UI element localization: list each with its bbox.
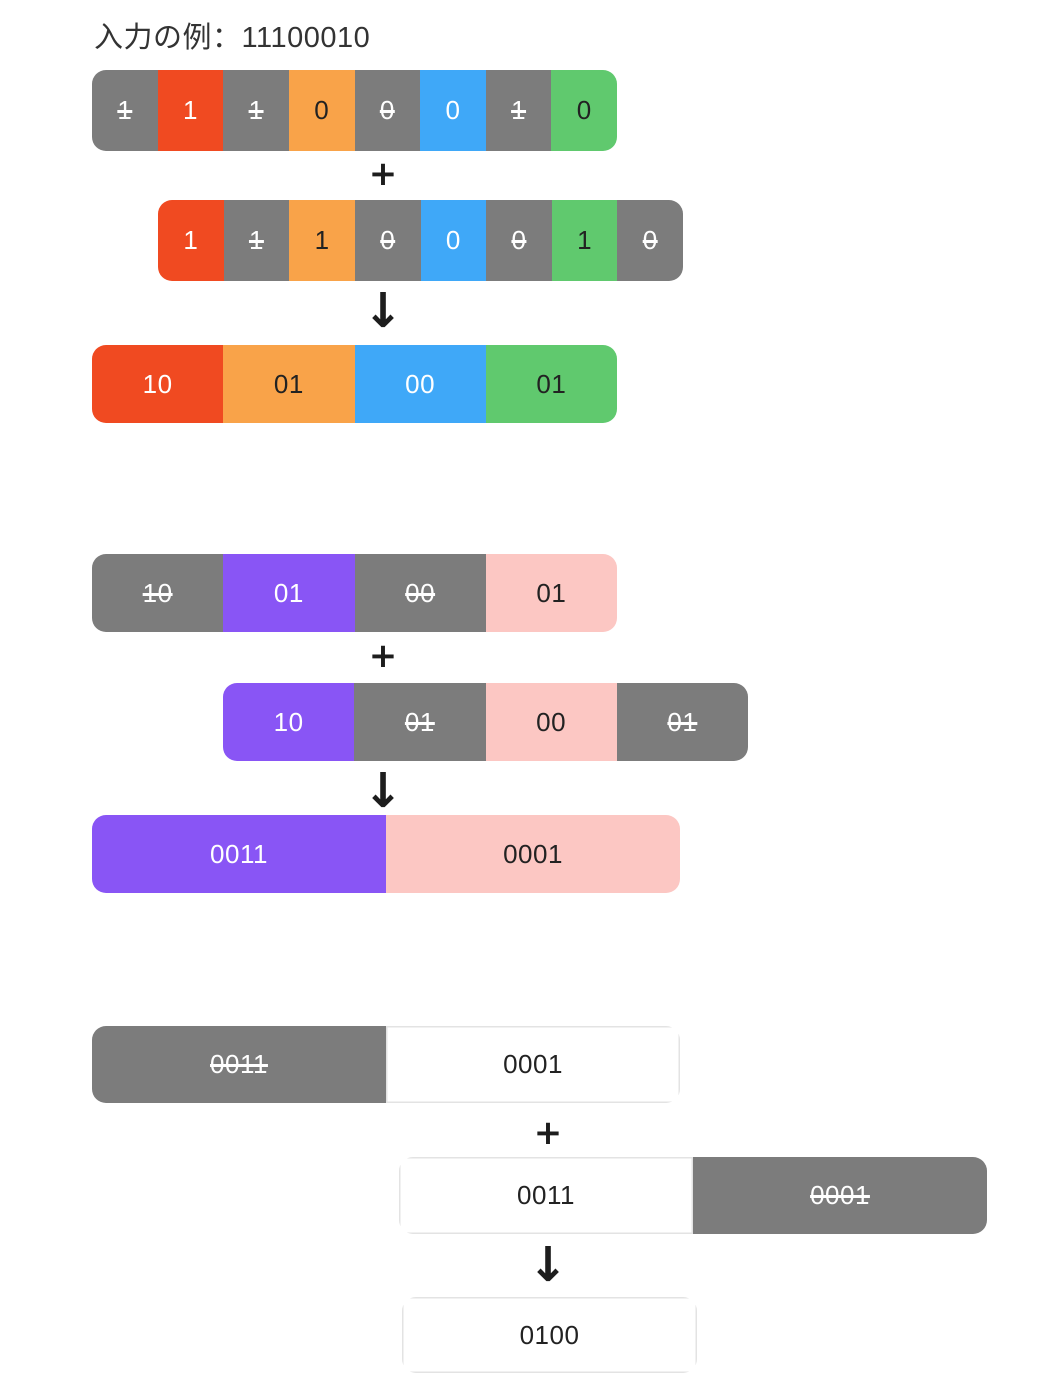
bit-cell: 1 [551, 200, 618, 281]
bit-row-group2-result: 0011 0001 [92, 815, 680, 893]
bit-cell: 01 [616, 683, 748, 761]
bit-cell: 1 [485, 70, 552, 151]
bit-cell: 0001 [693, 1157, 987, 1234]
bit-cell: 1 [157, 70, 224, 151]
input-example-title: 入力の例：11100010 [94, 22, 371, 54]
down-arrow-icon: ↓ [362, 283, 404, 339]
bit-cell: 00 [354, 554, 486, 632]
bit-cell: 0001 [386, 1026, 680, 1103]
bit-cell: 0011 [399, 1157, 693, 1234]
bit-cell: 10 [92, 554, 224, 632]
bit-cell: 0 [617, 200, 683, 281]
bit-cell: 0 [420, 200, 487, 281]
bit-cell: 1 [158, 200, 224, 281]
bit-cell: 0011 [92, 815, 386, 893]
bit-cell: 0 [354, 200, 421, 281]
bit-cell: 0 [354, 70, 421, 151]
bit-cell: 0001 [386, 815, 680, 893]
down-arrow-icon: ↓ [527, 1237, 569, 1293]
bit-cell: 0 [551, 70, 617, 151]
down-arrow-icon: ↓ [362, 763, 404, 819]
bit-cell: 1 [223, 70, 289, 151]
bit-row-group3-a: 0011 0001 [92, 1026, 680, 1103]
bit-cell: 00 [485, 683, 617, 761]
bit-cell: 1 [289, 200, 355, 281]
bit-cell: 0 [486, 200, 552, 281]
bit-row-group2-a: 10 01 00 01 [92, 554, 617, 632]
plus-operator: + [533, 1113, 563, 1153]
bit-cell: 1 [92, 70, 158, 151]
bit-cell: 01 [485, 345, 617, 423]
bit-cell: 01 [223, 554, 355, 632]
bit-row-group3-result: 0100 [402, 1297, 697, 1373]
plus-operator: + [368, 154, 398, 194]
bit-cell: 0 [288, 70, 355, 151]
bit-cell: 01 [485, 554, 617, 632]
bit-row-group1-result: 10 01 00 01 [92, 345, 617, 423]
bit-cell: 01 [354, 683, 486, 761]
bit-row-group1-a: 1 1 1 0 0 0 1 0 [92, 70, 617, 151]
plus-operator: + [368, 636, 398, 676]
bit-cell: 10 [223, 683, 355, 761]
bit-row-group2-b: 10 01 00 01 [223, 683, 748, 761]
bit-cell: 1 [223, 200, 290, 281]
bit-cell: 0100 [402, 1297, 697, 1373]
bit-row-group3-b: 0011 0001 [399, 1157, 987, 1234]
bit-cell: 0011 [92, 1026, 386, 1103]
bit-cell: 00 [354, 345, 486, 423]
bit-cell: 10 [92, 345, 224, 423]
bit-row-group1-b: 1 1 1 0 0 0 1 0 [158, 200, 683, 281]
bit-cell: 0 [420, 70, 486, 151]
bit-cell: 01 [223, 345, 355, 423]
